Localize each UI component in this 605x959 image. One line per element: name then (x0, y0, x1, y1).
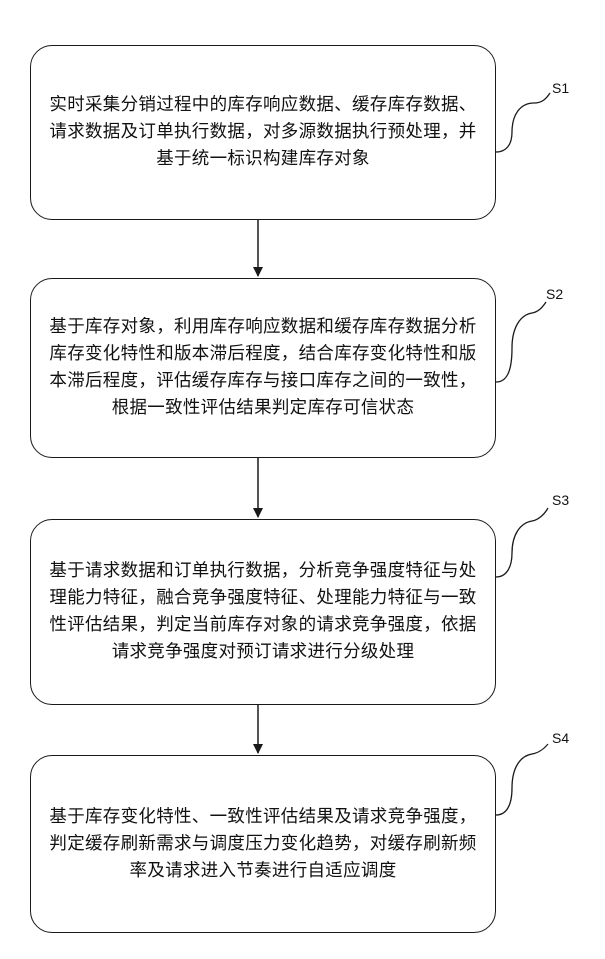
step-label-s1: S1 (552, 80, 569, 96)
step-box-s1: 实时采集分销过程中的库存响应数据、缓存库存数据、请求数据及订单执行数据，对多源数… (30, 45, 496, 220)
leader-s3 (496, 508, 548, 577)
leader-s4 (496, 744, 548, 815)
step-box-s2: 基于库存对象，利用库存响应数据和缓存库存数据分析库存变化特性和版本滞后程度，结合… (30, 278, 496, 458)
step-label-s2: S2 (546, 286, 563, 302)
step-label-s3: S3 (552, 492, 569, 508)
step-label-s4: S4 (552, 730, 569, 746)
leader-s2 (496, 302, 546, 382)
leader-s1 (496, 93, 550, 152)
step-text-s1: 实时采集分销过程中的库存响应数据、缓存库存数据、请求数据及订单执行数据，对多源数… (41, 92, 485, 173)
step-box-s3: 基于请求数据和订单执行数据，分析竞争强度特征与处理能力特征，融合竞争强度特征、处… (30, 519, 496, 705)
step-box-s4: 基于库存变化特性、一致性评估结果及请求竞争强度，判定缓存刷新需求与调度压力变化趋… (30, 755, 496, 933)
step-text-s4: 基于库存变化特性、一致性评估结果及请求竞争强度，判定缓存刷新需求与调度压力变化趋… (41, 804, 485, 885)
step-text-s3: 基于请求数据和订单执行数据，分析竞争强度特征与处理能力特征，融合竞争强度特征、处… (41, 558, 485, 666)
step-text-s2: 基于库存对象，利用库存响应数据和缓存库存数据分析库存变化特性和版本滞后程度，结合… (41, 314, 485, 422)
